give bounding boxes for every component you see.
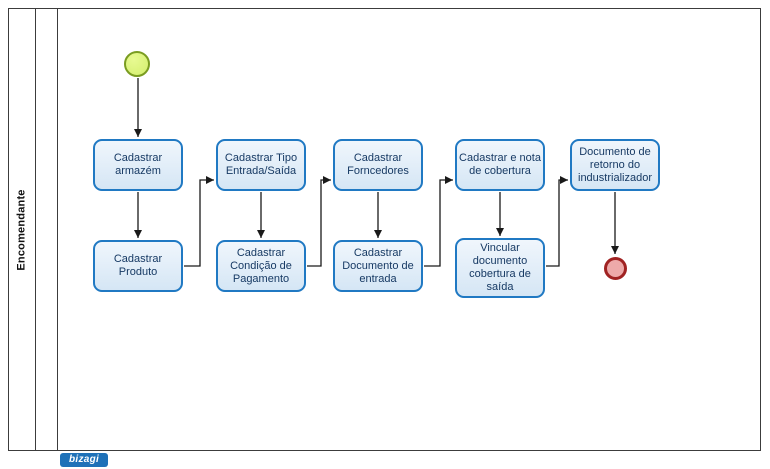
lane-header-band xyxy=(36,9,58,450)
task-documento-retorno-industrializador[interactable]: Documento de retorno do industrializador xyxy=(570,139,660,191)
end-event[interactable] xyxy=(604,257,627,280)
start-event[interactable] xyxy=(124,51,150,77)
task-cadastrar-documento-entrada[interactable]: Cadastrar Documento de entrada xyxy=(333,240,423,292)
task-label: Cadastrar e nota de cobertura xyxy=(459,152,541,177)
task-label: Cadastrar Condição de Pagamento xyxy=(230,246,292,285)
task-label: Documento de retorno do industrializador xyxy=(578,145,652,184)
task-cadastrar-forncedores[interactable]: Cadastrar Forncedores xyxy=(333,139,423,191)
task-label: Cadastrar Forncedores xyxy=(347,152,409,177)
task-cadastrar-nota-cobertura[interactable]: Cadastrar e nota de cobertura xyxy=(455,139,545,191)
task-label: Vincular documento cobertura de saída xyxy=(469,242,531,293)
task-cadastrar-condicao-pagamento[interactable]: Cadastrar Condição de Pagamento xyxy=(216,240,306,292)
bizagi-logo: bizagi xyxy=(60,453,109,467)
task-cadastrar-armazem[interactable]: Cadastrar armazém xyxy=(93,139,183,191)
task-label: Cadastrar Documento de entrada xyxy=(342,246,414,285)
pool-label: Encomendante xyxy=(16,188,28,271)
task-label: Cadastrar Produto xyxy=(113,253,163,278)
task-vincular-documento-cobertura-saida[interactable]: Vincular documento cobertura de saída xyxy=(455,238,545,298)
task-label: Cadastrar armazém xyxy=(113,152,163,177)
pool-name-band: Encomendante xyxy=(9,9,36,450)
pool-encomendante: Encomendante xyxy=(8,8,761,451)
task-label: Cadastrar Tipo Entrada/Saída xyxy=(224,152,298,177)
task-cadastrar-tipo-entrada-saida[interactable]: Cadastrar Tipo Entrada/Saída xyxy=(216,139,306,191)
bizagi-logo-text: bizagi xyxy=(69,454,100,465)
task-cadastrar-produto[interactable]: Cadastrar Produto xyxy=(93,240,183,292)
